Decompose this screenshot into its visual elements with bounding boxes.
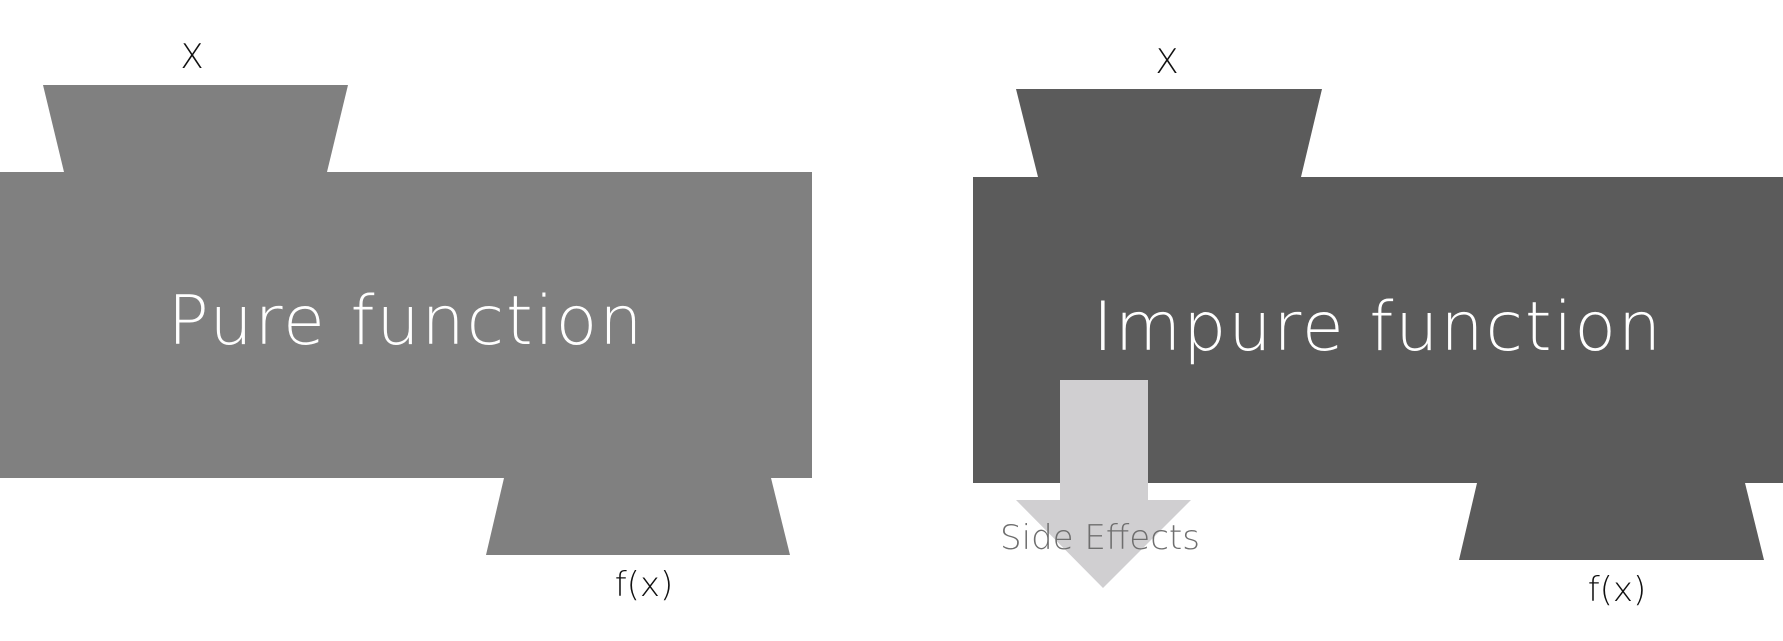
impure-input-funnel [1016,89,1322,177]
impure-output-label: f(x) [1588,570,1647,610]
impure-function-title: Impure function [1093,288,1663,367]
pure-input-funnel [43,85,348,172]
side-effects-label: Side Effects [1000,518,1200,558]
pure-output-label: f(x) [615,565,674,605]
impure-output-funnel [1459,483,1764,560]
side-effects-arrow [1016,380,1191,588]
pure-output-funnel [486,478,790,555]
pure-function-body [0,172,812,478]
impure-input-label: X [1155,42,1178,82]
pure-function-title: Pure function [168,282,645,361]
pure-input-label: X [180,37,203,77]
pure-function-block [0,85,812,555]
